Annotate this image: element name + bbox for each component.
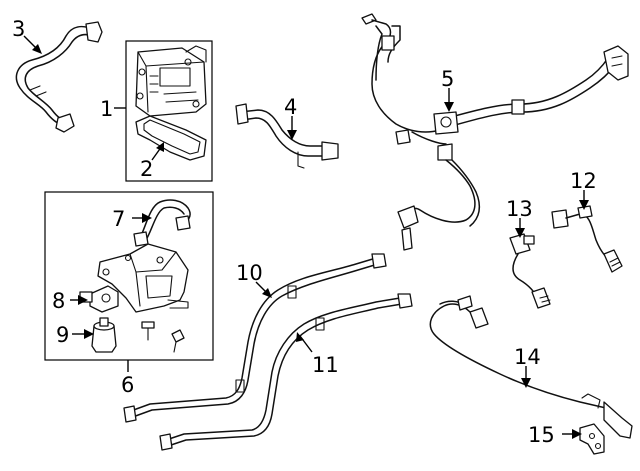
- part-8-valve[interactable]: [79, 285, 119, 313]
- callout-4: 4: [284, 95, 297, 119]
- callout-3: 3: [12, 17, 25, 41]
- part-7-hose[interactable]: [133, 199, 191, 247]
- part-13-sensor[interactable]: [509, 233, 551, 309]
- part-2-gasket[interactable]: [135, 115, 207, 161]
- callout-2: 2: [140, 157, 153, 181]
- callout-12: 12: [570, 169, 597, 193]
- part-1-module[interactable]: [135, 45, 207, 117]
- part-15-bracket[interactable]: [579, 423, 605, 455]
- part-3-hose[interactable]: [15, 21, 103, 133]
- part-9-canister[interactable]: [91, 317, 117, 353]
- part-11-line[interactable]: [159, 293, 413, 451]
- callout-5: 5: [441, 67, 454, 91]
- group-box-1: [125, 40, 213, 182]
- callout-14: 14: [514, 345, 541, 369]
- part-10-line[interactable]: [123, 253, 387, 423]
- callout-11: 11: [312, 353, 339, 377]
- callout-arrowheads: [32, 44, 589, 439]
- callout-15: 15: [528, 423, 555, 447]
- callout-10: 10: [236, 261, 263, 285]
- part-4-tube[interactable]: [235, 103, 339, 169]
- callout-6: 6: [121, 373, 134, 397]
- part-6-assembly[interactable]: [97, 243, 189, 313]
- part-12-sensor[interactable]: [551, 205, 623, 273]
- group-box-6: [44, 191, 214, 361]
- callout-8: 8: [52, 289, 65, 313]
- callout-1: 1: [100, 97, 113, 121]
- callout-13: 13: [506, 197, 533, 221]
- callout-7: 7: [112, 207, 125, 231]
- fastener-bolts: [141, 321, 185, 353]
- callout-9: 9: [56, 323, 69, 347]
- part-5-harness[interactable]: [361, 13, 629, 251]
- part-14-harness[interactable]: [429, 295, 633, 439]
